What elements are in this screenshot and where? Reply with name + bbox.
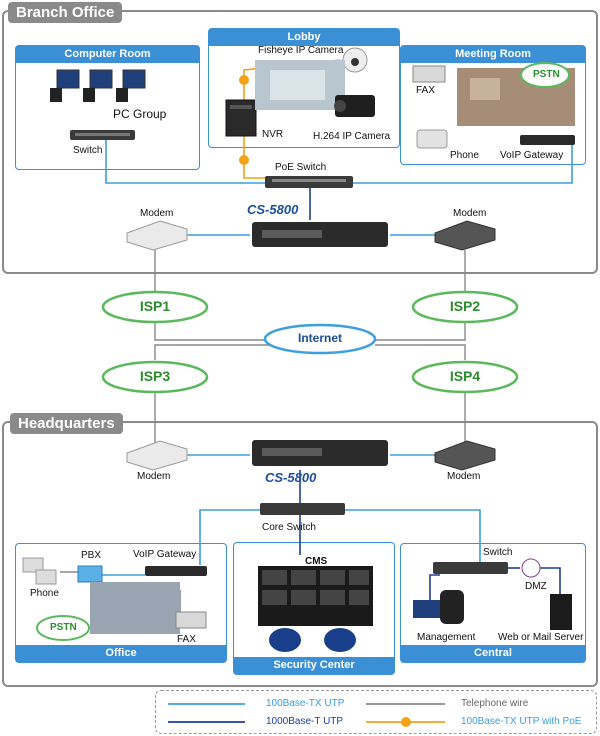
poe-badge-icon	[239, 75, 249, 165]
office-pstn-label: PSTN	[50, 622, 77, 633]
cms-monitor-wall	[258, 566, 373, 626]
office-title: Office	[16, 645, 226, 662]
legend-100base-label: 100Base-TX UTP	[266, 698, 345, 709]
office-photo	[90, 582, 180, 634]
management-label: Management	[417, 632, 476, 643]
h264-label: H.264 IP Camera	[313, 131, 391, 142]
isp3-cloud-shape	[101, 360, 209, 394]
computer-room-switch-label: Switch	[73, 145, 103, 156]
isp1-cloud-shape	[101, 290, 209, 324]
isp1-cloud: ISP1	[100, 290, 210, 325]
hq-cs5800-icon	[252, 440, 388, 466]
voip-gateway-icon	[520, 135, 575, 145]
management-laptop-icon	[413, 590, 464, 624]
link-gateway-poe	[350, 140, 573, 184]
cms-label: CMS	[305, 556, 328, 567]
phone-icon	[416, 129, 448, 149]
meeting-photo	[457, 68, 575, 126]
nvr-icon	[225, 99, 257, 137]
branch-office-title: Branch Office	[8, 2, 123, 23]
security-center-title: Security Center	[234, 657, 394, 674]
legend-lines	[168, 703, 445, 727]
legend-1000base-label: 1000Base-T UTP	[266, 716, 344, 727]
pbx-label: PBX	[81, 550, 102, 561]
pstn-cloud-icon	[520, 62, 570, 88]
office-fax-icon	[175, 611, 207, 629]
branch-modem-right-label: Modem	[453, 208, 487, 219]
internet-label: Internet	[297, 331, 342, 345]
isp2-cloud-shape	[411, 290, 519, 324]
office-pstn-cloud-icon	[36, 615, 90, 641]
headquarters-title: Headquarters	[10, 413, 123, 434]
computer-room-panel: Computer Room	[15, 45, 200, 170]
office-voip-gateway-icon	[145, 566, 207, 576]
server-icon	[550, 594, 572, 630]
legend-telephone-label: Telephone wire	[461, 698, 529, 709]
lobby-photo	[255, 60, 345, 110]
branch-modem-left-label: Modem	[140, 208, 174, 219]
isp4-cloud: ISP4	[410, 360, 520, 395]
link-switch-poe	[105, 140, 270, 184]
pc-group-icon	[50, 69, 146, 102]
web-mail-server-label: Web or Mail Server	[498, 632, 584, 643]
core-switch-icon	[260, 503, 345, 515]
internet-cloud-shape	[263, 323, 377, 355]
fax-label: FAX	[416, 85, 435, 96]
internet-cloud: Internet	[262, 322, 378, 356]
central-switch-icon	[433, 562, 508, 574]
legend-poe-label: 100Base-TX UTP with PoE	[461, 716, 582, 727]
phone-label: Phone	[450, 150, 479, 161]
pbx-icon	[77, 565, 103, 583]
computer-room-switch-icon	[70, 130, 135, 140]
hq-modem-left-icon	[126, 440, 188, 471]
dmz-icon	[521, 558, 541, 578]
legend: 100Base-TX UTP Telephone wire 1000Base-T…	[155, 690, 597, 734]
poe-switch-icon	[265, 176, 353, 188]
telephone-wires	[154, 250, 466, 445]
pstn-label: PSTN	[533, 69, 560, 80]
fisheye-camera-icon	[342, 47, 368, 73]
office-fax-label: FAX	[177, 634, 196, 645]
pc-group-label: PC Group	[113, 107, 167, 121]
hq-modem-right-label: Modem	[447, 471, 481, 482]
computer-room-title: Computer Room	[16, 46, 199, 63]
central-title: Central	[401, 645, 585, 662]
isp3-label: ISP3	[139, 368, 171, 384]
office-phone-label: Phone	[30, 588, 59, 599]
branch-cs5800-icon	[252, 222, 388, 247]
fisheye-label: Fisheye IP Camera	[258, 45, 344, 56]
isp4-cloud-shape	[411, 360, 519, 394]
dmz-label: DMZ	[525, 581, 547, 592]
isp1-label: ISP1	[139, 298, 171, 314]
core-switch-label: Core Switch	[262, 522, 316, 533]
nvr-label: NVR	[262, 129, 284, 140]
branch-cs5800-label: CS-5800	[247, 202, 299, 217]
meeting-room-title: Meeting Room	[401, 46, 585, 63]
isp2-label: ISP2	[449, 298, 481, 314]
office-voip-gateway-label: VoIP Gateway	[133, 549, 197, 560]
central-switch-label: Switch	[483, 547, 513, 558]
poe-switch-label: PoE Switch	[275, 162, 327, 173]
hq-modem-left-label: Modem	[137, 471, 171, 482]
isp3-cloud: ISP3	[100, 360, 210, 395]
isp4-label: ISP4	[449, 368, 481, 384]
operators-icon	[269, 628, 356, 652]
lobby-title: Lobby	[209, 29, 399, 46]
branch-modem-right-icon	[434, 220, 496, 251]
isp2-cloud: ISP2	[410, 290, 520, 325]
branch-modem-left-icon	[126, 220, 188, 251]
hq-modem-right-icon	[434, 440, 496, 471]
h264-camera-icon	[334, 95, 375, 117]
hq-cs5800-label: CS-5800	[265, 470, 317, 485]
office-phones-icon	[22, 557, 57, 585]
voip-gateway-label: VoIP Gateway	[500, 150, 564, 161]
fax-icon	[412, 65, 446, 83]
